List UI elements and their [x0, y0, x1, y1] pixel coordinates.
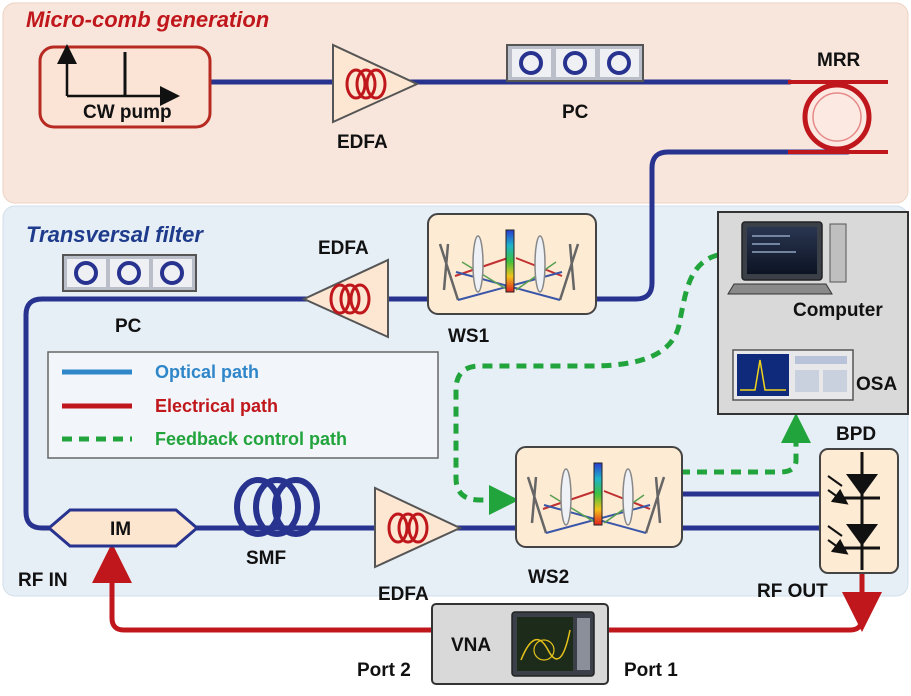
vna-label: VNA [451, 635, 491, 656]
smf-spool [234, 477, 320, 537]
vna-instrument [431, 603, 609, 685]
bpd-detector [819, 448, 899, 574]
section-title-microcomb: Micro-comb generation [26, 7, 269, 32]
edfa-bottom [374, 486, 463, 569]
section-title-transversal: Transversal filter [26, 222, 204, 247]
bpd-label: BPD [836, 424, 876, 445]
electrical-paths [92, 543, 882, 633]
legend-electrical-label: Electrical path [155, 396, 278, 416]
rf-in-label: RF IN [18, 570, 68, 591]
edfa-bottom-label: EDFA [378, 584, 429, 605]
edfa-top [332, 43, 420, 124]
legend: Optical path Electrical path Feedback co… [47, 351, 439, 459]
legend-feedback-label: Feedback control path [155, 429, 347, 449]
edfa-middle [301, 258, 389, 339]
osa-label: OSA [856, 374, 897, 395]
computer-icon [727, 221, 847, 295]
im-modulator [46, 508, 200, 548]
pc-left [62, 254, 197, 292]
mrr-label: MRR [817, 50, 861, 71]
computer-osa-box: Computer OSA [717, 211, 909, 415]
pc-left-label: PC [115, 316, 142, 337]
edfa-middle-label: EDFA [318, 238, 369, 259]
cw-pump [38, 44, 212, 129]
legend-optical-label: Optical path [155, 362, 259, 382]
ws1-waveshaper [427, 213, 597, 315]
rf-out-label: RF OUT [757, 581, 828, 602]
optical-paths [23, 79, 851, 531]
cw-pump-label: CW pump [83, 102, 172, 123]
smf-label: SMF [246, 548, 286, 569]
ws1-label: WS1 [448, 326, 490, 347]
mrr-resonator [788, 80, 888, 154]
ws2-waveshaper [515, 446, 683, 548]
pc-top-label: PC [562, 102, 589, 123]
ws2-label: WS2 [528, 567, 569, 588]
im-label: IM [110, 519, 131, 540]
pc-top [506, 44, 644, 82]
computer-label: Computer [793, 300, 883, 321]
edfa-top-label: EDFA [337, 132, 388, 153]
port1-label: Port 1 [624, 660, 678, 681]
port2-label: Port 2 [357, 660, 411, 681]
osa-icon [732, 349, 854, 401]
